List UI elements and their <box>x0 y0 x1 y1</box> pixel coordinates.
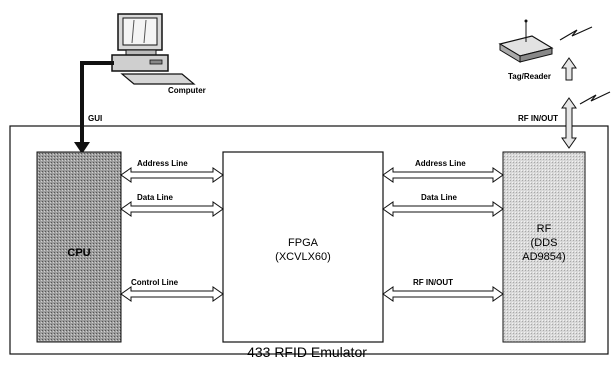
cpu-label: CPU <box>67 247 90 259</box>
tag-reader-label: Tag/Reader <box>508 72 551 81</box>
computer-label: Computer <box>168 86 206 95</box>
gui-arrowhead-icon <box>74 142 90 154</box>
wireless-signal-icon <box>559 26 593 41</box>
rf-label-line3: AD9854) <box>522 251 565 263</box>
tag-reader-icon <box>498 19 554 63</box>
fpga-label-line2: (XCVLX60) <box>275 251 331 263</box>
cpu-data-bus-label: Data Line <box>137 193 174 202</box>
gui-label: GUI <box>88 114 102 123</box>
rf-vertical-arrow-icon <box>561 97 577 149</box>
fpga-label-line1: FPGA <box>288 237 319 249</box>
wireless-signal-2-icon <box>579 91 611 105</box>
cpu-address-bus-arrow <box>120 167 224 183</box>
rf-inout-bus-arrow <box>382 286 504 302</box>
diagram-caption: 433 RFID Emulator <box>247 344 367 360</box>
rf-address-bus-label: Address Line <box>415 159 466 168</box>
cpu-control-bus-label: Control Line <box>131 278 179 287</box>
cpu-block <box>36 151 122 343</box>
uplink-arrow-icon <box>561 57 577 81</box>
gui-link <box>80 61 114 143</box>
rf-label-line1: RF <box>537 223 552 235</box>
fpga-block <box>222 151 384 343</box>
rf-inout-bus-label: RF IN/OUT <box>413 278 453 287</box>
rf-top-label: RF IN/OUT <box>518 114 558 123</box>
cpu-data-bus-arrow <box>120 201 224 217</box>
cpu-address-bus-label: Address Line <box>137 159 188 168</box>
computer-icon <box>111 13 196 85</box>
emulator-boundary <box>9 125 609 355</box>
rf-block <box>502 151 586 343</box>
cpu-control-bus-arrow <box>120 286 224 302</box>
rf-data-bus-label: Data Line <box>421 193 458 202</box>
rf-address-bus-arrow <box>382 167 504 183</box>
rf-label-line2: (DDS <box>531 237 558 249</box>
rf-data-bus-arrow <box>382 201 504 217</box>
